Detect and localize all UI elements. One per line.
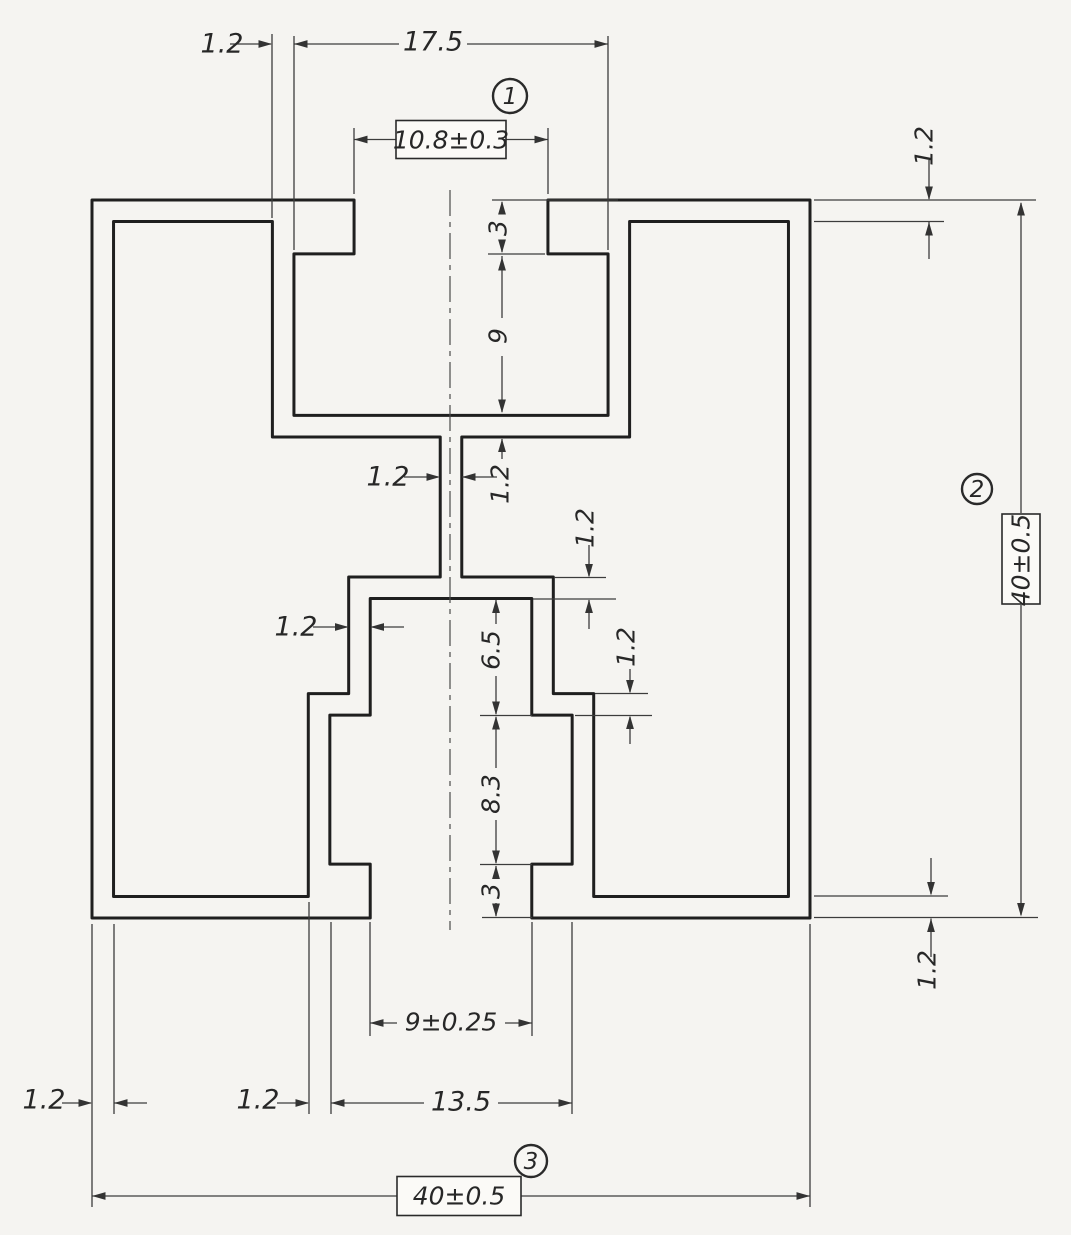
balloon-3-number: 3	[524, 1149, 539, 1175]
dim-slot-cavity-depth: 9	[484, 328, 513, 344]
dim-slot-opening-width: 10.8±0.3	[393, 126, 509, 155]
dim-overall-height: 40±0.5	[1007, 514, 1036, 607]
dim-slot-floor: 1.2	[486, 464, 515, 504]
dim-channel-cavity-width: 13.5	[431, 1087, 491, 1118]
balloon-1-number: 1	[503, 84, 518, 110]
extension-lines	[91, 34, 1038, 1207]
dimension-texts: 1.2 17.5 10.8±0.3 1.2 3 9 1.2 1.2 1.2 1.…	[23, 27, 1036, 1211]
profile-outer-contour	[92, 200, 810, 918]
balloon-2: 2	[960, 472, 994, 506]
dim-channel-mid-depth: 8.3	[477, 774, 506, 814]
boxed-dim-overall-height	[1001, 513, 1041, 605]
dim-channel-upper-depth: 6.5	[477, 630, 506, 670]
profile-outline	[92, 200, 810, 918]
dim-channel-step: 1.2	[612, 627, 641, 667]
dim-bottom-wall: 1.2	[913, 950, 942, 990]
dim-channel-upper-wall: 1.2	[275, 612, 318, 643]
balloon-2-number: 2	[970, 477, 985, 503]
balloon-3: 3	[513, 1143, 549, 1179]
profile-right-chamber	[462, 222, 789, 897]
dim-channel-lip-depth: 3	[477, 883, 506, 899]
dim-slot-cavity-width: 17.5	[403, 27, 463, 58]
dim-left-wall: 1.2	[23, 1085, 66, 1116]
dim-overall-width: 40±0.5	[413, 1182, 506, 1211]
profile-left-chamber	[114, 222, 441, 897]
dim-slot-lip-depth: 3	[484, 220, 513, 236]
balloon-1: 1	[491, 77, 529, 115]
dim-top-wall: 1.2	[910, 126, 939, 166]
boxed-dim-overall-width	[396, 1175, 522, 1217]
dim-cavity-side-wall: 1.2	[201, 29, 244, 60]
dimension-lines	[62, 40, 1025, 1200]
dim-channel-outer-wall: 1.2	[237, 1085, 280, 1116]
boxed-dim-slot-opening	[395, 119, 507, 160]
dim-channel-roof: 1.2	[571, 508, 600, 548]
dim-channel-opening-width: 9±0.25	[405, 1008, 498, 1037]
dim-center-web: 1.2	[367, 462, 410, 493]
